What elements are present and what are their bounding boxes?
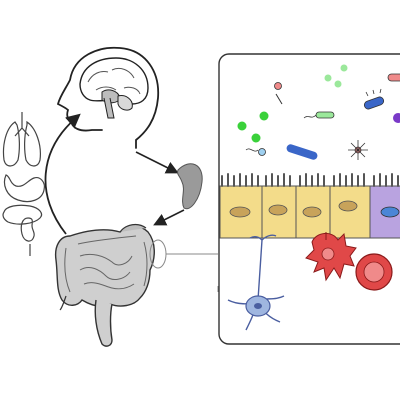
epithelial-layer	[219, 173, 400, 239]
liver-outline	[2, 204, 43, 225]
immune-cell-round	[355, 253, 393, 291]
stomach-outline	[3, 174, 45, 203]
arrow-brain-to-colon	[135, 151, 179, 174]
brain	[79, 57, 149, 119]
immune-cell	[305, 232, 357, 282]
intestine	[54, 223, 155, 347]
kidney-outline	[20, 217, 35, 256]
microbiota	[237, 64, 400, 160]
inset-connector-lines	[149, 239, 219, 292]
arrow-colon-to-intestine	[153, 209, 185, 226]
colon-segment	[177, 163, 203, 210]
arrow-intestine-to-brain	[44, 113, 81, 235]
lungs-outline	[2, 112, 41, 167]
enteric-neuron	[227, 234, 285, 331]
